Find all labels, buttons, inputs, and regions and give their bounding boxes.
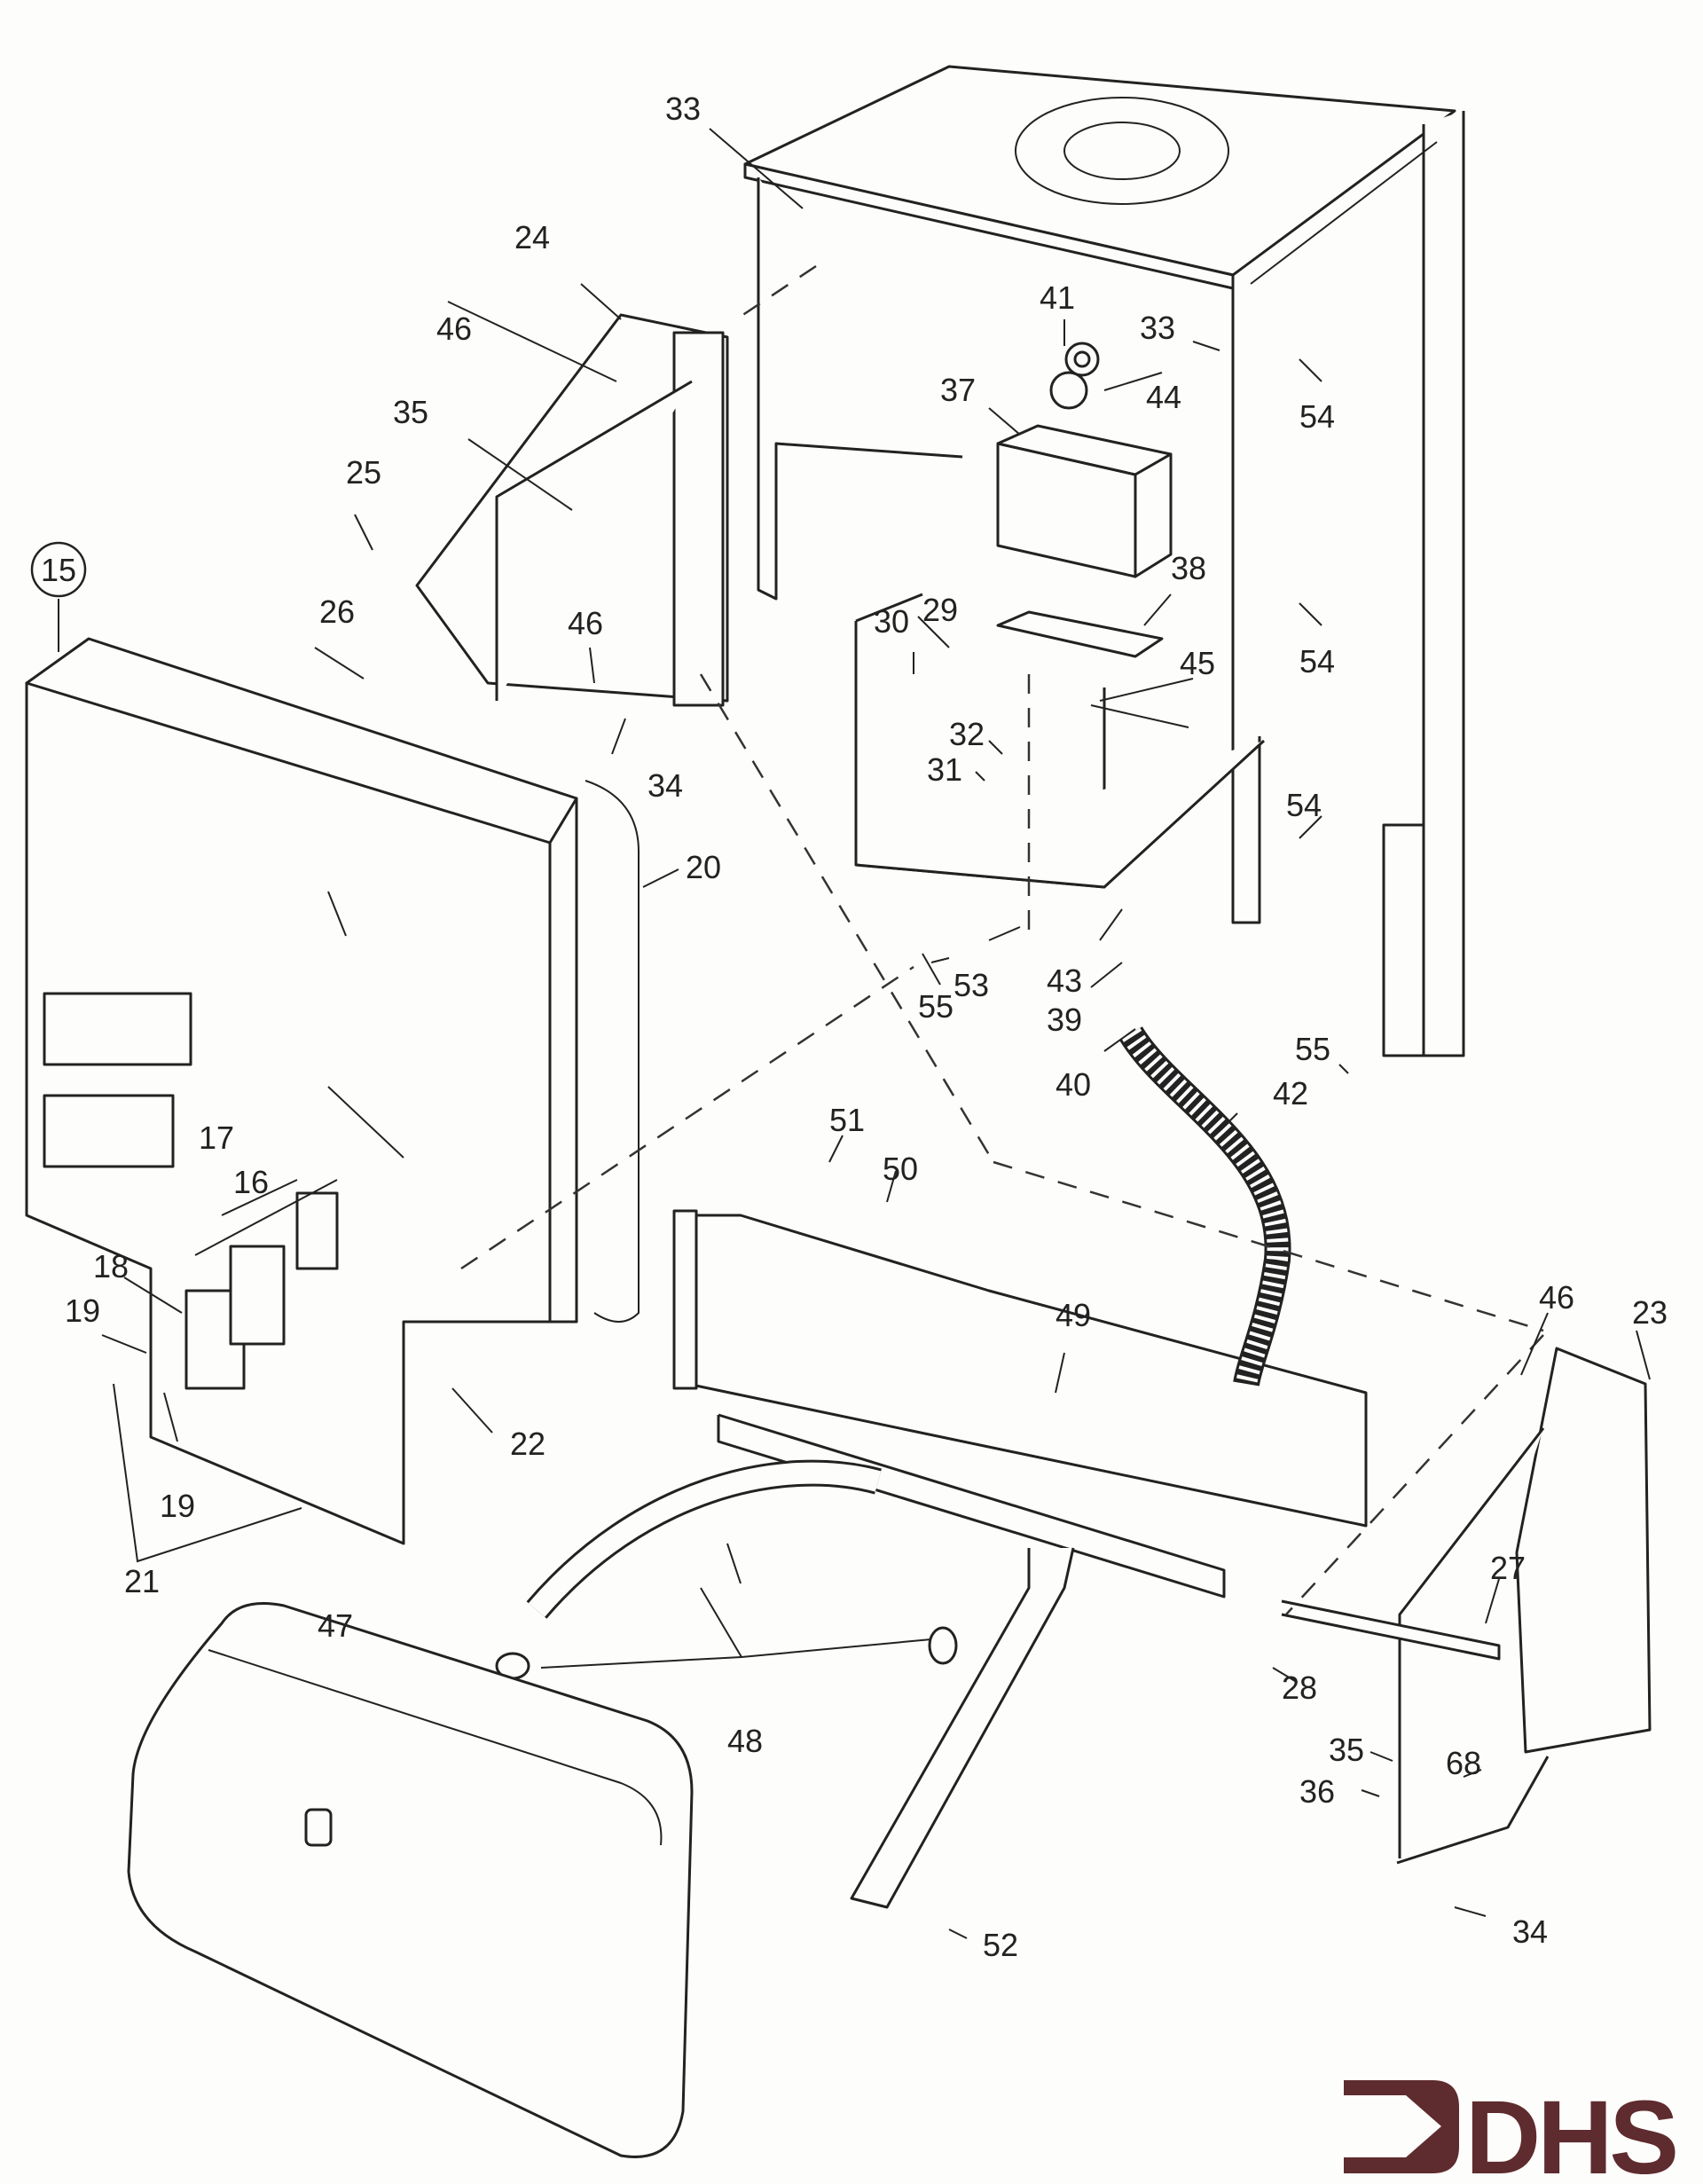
callout-labels: 15 16 17 18 19 19 20 21 22 23 24 25 26 2…: [30, 90, 1668, 1963]
callout-35: 35: [393, 394, 428, 430]
callout-43: 43: [1047, 962, 1082, 999]
callout-17: 17: [199, 1119, 234, 1156]
callout-46: 46: [436, 310, 472, 347]
callout-25: 25: [346, 454, 381, 491]
right-bracket: [1281, 1347, 1652, 1865]
callout-49: 49: [1056, 1297, 1091, 1333]
callout-54: 54: [1286, 787, 1322, 823]
callout-29: 29: [922, 592, 958, 628]
assembly-guides: [460, 264, 1544, 1615]
left-bracket: [415, 313, 729, 707]
callout-37: 37: [940, 372, 976, 408]
front-panel: [25, 637, 578, 1545]
leader-lines: [58, 128, 1651, 1939]
callout-33: 33: [1140, 310, 1175, 346]
casing-cover: [127, 1602, 694, 2158]
callout-18: 18: [93, 1248, 129, 1284]
callout-20: 20: [686, 849, 721, 885]
callout-55: 55: [918, 988, 954, 1025]
callout-28: 28: [1282, 1669, 1317, 1706]
callout-53: 53: [954, 967, 989, 1003]
gasket-plate: [996, 610, 1164, 658]
callout-44: 44: [1146, 379, 1181, 415]
callout-19: 19: [160, 1488, 195, 1524]
callout-19: 19: [65, 1292, 100, 1329]
callout-55: 55: [1295, 1031, 1330, 1067]
callout-48: 48: [727, 1723, 763, 1759]
callout-16: 16: [233, 1164, 269, 1200]
callout-23: 23: [1632, 1294, 1668, 1331]
callout-33: 33: [665, 90, 701, 127]
callout-47: 47: [318, 1607, 353, 1644]
callout-34: 34: [647, 767, 683, 804]
callout-21: 21: [124, 1563, 160, 1599]
callout-32: 32: [949, 716, 985, 752]
callout-31: 31: [927, 751, 962, 788]
callout-45: 45: [1180, 645, 1215, 681]
support-strap: [850, 1547, 1075, 1909]
callout-15: 15: [41, 552, 76, 588]
callout-40: 40: [1056, 1066, 1091, 1103]
dhs-logo: DHS: [1344, 2079, 1679, 2184]
callout-41: 41: [1040, 279, 1075, 316]
callout-42: 42: [1273, 1075, 1308, 1112]
callout-35: 35: [1329, 1732, 1364, 1768]
callout-46: 46: [1539, 1279, 1574, 1316]
callout-39: 39: [1047, 1002, 1082, 1038]
callout-30: 30: [874, 603, 909, 640]
panel-seal: [585, 780, 640, 1323]
callout-68: 68: [1446, 1745, 1481, 1781]
callout-27: 27: [1490, 1550, 1526, 1586]
casing-frame: [743, 65, 1465, 1057]
callout-51: 51: [829, 1102, 865, 1138]
bottom-tray: [672, 1209, 1368, 1599]
callout-52: 52: [983, 1927, 1018, 1963]
callout-46: 46: [568, 605, 603, 641]
callout-50: 50: [883, 1151, 918, 1187]
callout-54: 54: [1299, 643, 1335, 680]
arrow-icon: [1344, 2080, 1459, 2173]
gas-valve: [996, 342, 1173, 578]
corrugated-hose: [1119, 1025, 1291, 1387]
control-box: [854, 593, 1266, 889]
callout-38: 38: [1171, 550, 1206, 586]
callout-36: 36: [1299, 1773, 1335, 1810]
callout-54: 54: [1299, 398, 1335, 435]
callout-26: 26: [319, 593, 355, 630]
logo-text: DHS: [1465, 2079, 1676, 2184]
callout-22: 22: [510, 1426, 545, 1462]
callout-34: 34: [1512, 1913, 1548, 1950]
callout-24: 24: [514, 219, 550, 255]
